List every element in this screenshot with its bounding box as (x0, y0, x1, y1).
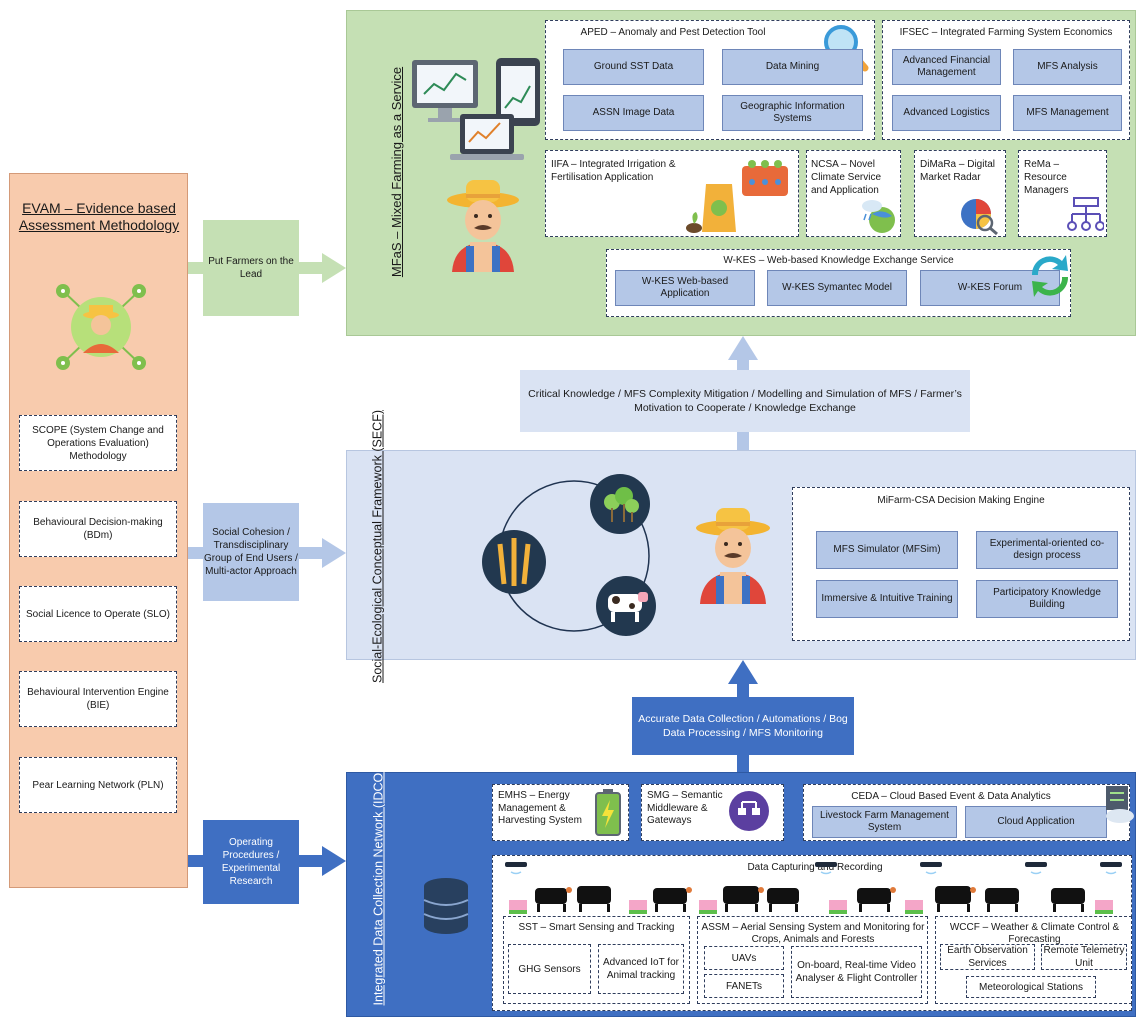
link-label-accurate: Accurate Data Collection / Automations /… (632, 697, 854, 755)
aped-title: APED – Anomaly and Pest Detection Tool (580, 27, 766, 38)
link-label-farmers-lead: Put Farmers on the Lead (203, 220, 299, 316)
sst-cell-iot: Advanced IoT for Animal tracking (598, 944, 684, 994)
evam-item-scope: SCOPE (System Change and Operations Eval… (19, 415, 177, 471)
evam-item-bie: Behavioural Intervention Engine (BIE) (19, 671, 177, 727)
emhs-label: EMHS – Energy Management & Harvesting Sy… (498, 790, 582, 826)
gateway-icon (729, 791, 769, 831)
climate-icon (862, 200, 895, 233)
wccf-title: WCCF – Weather & Climate Control & Forec… (949, 922, 1120, 945)
resource-tree-icon (1067, 197, 1104, 231)
ifsec-cell-logistics: Advanced Logistics (892, 95, 1001, 131)
evam-title: EVAM – Evidence based Assessment Methodo… (18, 200, 180, 233)
aped-cell-assn-image: ASSN Image Data (563, 95, 704, 131)
mfas-title: MFaS – Mixed Farming as a Service (389, 66, 404, 278)
devices-icon (412, 58, 540, 160)
sst-title: SST – Smart Sensing and Tracking (518, 922, 675, 933)
farmer-icon (447, 180, 519, 272)
link-label-operating: Operating Procedures / Experimental Rese… (203, 820, 299, 904)
smg-label: SMG – Semantic Middleware & Gateways (647, 790, 723, 826)
aped-cell-data-mining: Data Mining (722, 49, 863, 85)
aped-cell-ground-sst: Ground SST Data (563, 49, 704, 85)
dimara-box (914, 150, 1006, 237)
ifsec-cell-financial: Advanced Financial Management (892, 49, 1001, 85)
wkes-cell-semantic-model: W-KES Symantec Model (767, 270, 907, 306)
database-icon (423, 878, 469, 934)
iifa-label: IIFA – Integrated Irrigation & Fertilisa… (551, 159, 676, 183)
wccf-cell-earth-observation: Earth Observation Services (940, 944, 1035, 970)
idcon-title: Integrated Data Collection Network (IDCO… (371, 759, 386, 1006)
wkes-title: W-KES – Web-based Knowledge Exchange Ser… (723, 255, 954, 266)
data-capture-title: Data Capturing and Recording (747, 862, 883, 873)
wkes-cell-web-app: W-KES Web-based Application (615, 270, 755, 306)
ecosystem-cycle-icon (482, 474, 656, 636)
ceda-title: CEDA – Cloud Based Event & Data Analytic… (851, 791, 1051, 802)
dimara-label: DiMaRa – Digital Market Radar (920, 159, 996, 183)
engine-cell-codesign: Experimental-oriented co-design process (976, 531, 1118, 569)
assm-title: ASSM – Aerial Sensing System and Monitor… (701, 922, 925, 945)
assm-cell-fanets: FANETs (704, 974, 784, 998)
farmer-icon (696, 508, 770, 604)
link-label-critical: Critical Knowledge / MFS Complexity Miti… (520, 370, 970, 432)
irrigation-fertiliser-icon (686, 160, 788, 233)
rema-label: ReMa – Resource Managers (1024, 159, 1069, 196)
wccf-cell-telemetry: Remote Telemetry Unit (1041, 944, 1127, 970)
assm-cell-uavs: UAVs (704, 946, 784, 970)
cloud-server-icon (1106, 786, 1134, 823)
ceda-cell-cloud-app: Cloud Application (965, 806, 1107, 838)
ifsec-cell-mfs-management: MFS Management (1013, 95, 1122, 131)
ceda-cell-livestock: Livestock Farm Management System (812, 806, 957, 838)
sst-cell-ghg: GHG Sensors (508, 944, 591, 994)
evam-item-bdm: Behavioural Decision-making (BDm) (19, 501, 177, 557)
engine-cell-mfsim: MFS Simulator (MFSim) (816, 531, 958, 569)
wccf-cell-meteorological: Meteorological Stations (966, 976, 1096, 998)
evam-item-pln: Pear Learning Network (PLN) (19, 757, 177, 813)
ncsa-label: NCSA – Novel Climate Service and Applica… (811, 159, 882, 196)
aped-cell-gis: Geographic Information Systems (722, 95, 863, 131)
link-label-social: Social Cohesion / Transdisciplinary Grou… (203, 503, 299, 601)
evam-item-slo: Social Licence to Operate (SLO) (19, 586, 177, 642)
secf-title: Social-Ecological Conceptual Framework (… (370, 410, 385, 684)
pie-chart-icon (961, 199, 998, 236)
battery-charging-icon (595, 789, 621, 836)
network-farmer-icon (56, 284, 146, 370)
rema-box (1018, 150, 1107, 237)
engine-cell-training: Immersive & Intuitive Training (816, 580, 958, 618)
farm-sensing-illustration (505, 862, 1122, 914)
exchange-arrows-icon (1031, 255, 1069, 297)
ifsec-title: IFSEC – Integrated Farming System Econom… (899, 27, 1113, 38)
assm-cell-video-analyser: On-board, Real-time Video Analyser & Fli… (791, 946, 922, 998)
mifarm-engine-title: MiFarm-CSA Decision Making Engine (877, 495, 1045, 506)
engine-cell-participatory: Participatory Knowledge Building (976, 580, 1118, 618)
ifsec-cell-mfs-analysis: MFS Analysis (1013, 49, 1122, 85)
